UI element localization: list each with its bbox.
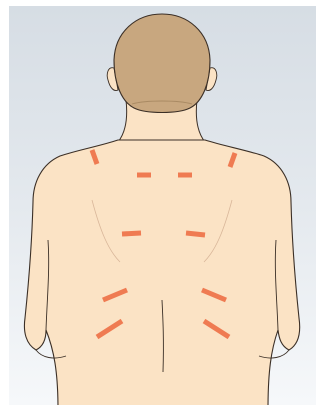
marker-mid-right [186, 233, 205, 235]
back-illustration [9, 6, 316, 405]
torso [24, 140, 299, 405]
head-hair [114, 14, 210, 113]
illustration-panel [9, 6, 316, 405]
marker-mid-left [122, 233, 141, 234]
